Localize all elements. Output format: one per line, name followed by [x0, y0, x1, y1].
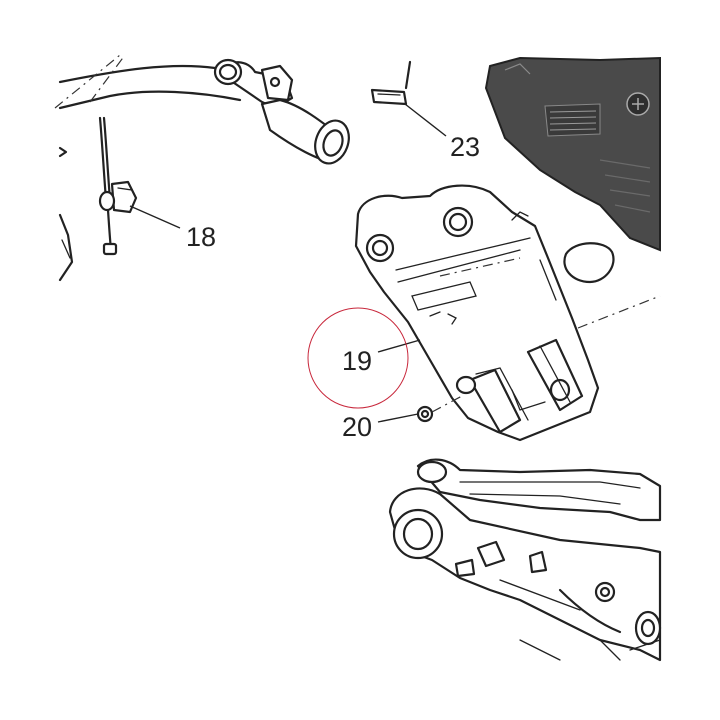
centerline [577, 295, 661, 329]
swing-arm-assembly [388, 458, 662, 662]
leader-18 [129, 205, 181, 229]
callout-18[interactable]: 18 [186, 222, 216, 252]
leader-20 [377, 413, 419, 423]
leader-19 [377, 339, 421, 353]
highlight-circle-19 [307, 307, 409, 409]
small-block-part-23 [370, 60, 412, 106]
cable-tie-part-18 [98, 116, 138, 256]
top-left-tube-assembly [54, 54, 350, 165]
main-bracket-part-19 [354, 184, 600, 442]
oval-opening [563, 242, 615, 284]
left-edge-partial-part [58, 146, 74, 282]
washer-part-20 [416, 395, 463, 423]
leader-23 [404, 103, 447, 137]
callout-23[interactable]: 23 [450, 132, 480, 162]
callout-20[interactable]: 20 [342, 412, 372, 442]
callout-19[interactable]: 19 [342, 346, 372, 376]
dark-housing-part [484, 56, 661, 252]
